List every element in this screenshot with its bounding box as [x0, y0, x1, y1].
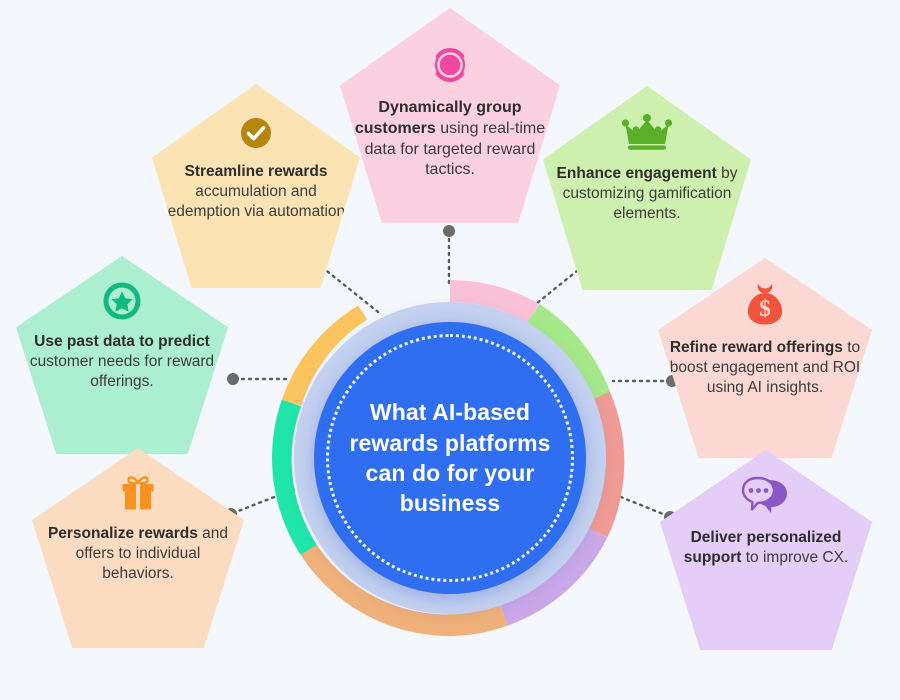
ring-segment-streamline [280, 301, 368, 407]
node-enhance-text: Enhance engagement by customizing gamifi… [543, 164, 751, 224]
ring-segment-refine [587, 391, 625, 538]
ring-segment-deliver [499, 527, 608, 626]
node-dynamic-text: Dynamically group customers using real-t… [340, 98, 560, 181]
node-enhance-rest: by customizing gamification elements. [562, 165, 738, 223]
connector-dot-dynamic [443, 225, 455, 237]
chat-bubbles-icon [740, 474, 792, 523]
node-deliver-text: Deliver personalized support to improve … [660, 528, 872, 568]
node-deliver-bold: Deliver personalized support [683, 529, 842, 567]
node-refine-text: Refine reward offerings to boost engagem… [658, 338, 872, 398]
check-circle-icon [237, 114, 275, 157]
money-bag-icon: $ [740, 280, 790, 333]
gift-box-icon [116, 472, 160, 519]
node-deliver-personalized-support[interactable]: Deliver personalized support to improve … [660, 450, 872, 650]
hub-core: What AI-based rewards platforms can do f… [314, 322, 586, 594]
center-hub: What AI-based rewards platforms can do f… [272, 280, 628, 636]
ring-segment-personalize [298, 544, 508, 636]
node-personalize-bold: Personalize rewards [47, 525, 198, 542]
crown-icon [621, 112, 673, 159]
node-dynamic-group-customers[interactable]: Dynamically group customers using real-t… [340, 8, 560, 223]
node-dynamic-rest: using real-time data for targeted reward… [364, 119, 546, 179]
node-enhance-engagement[interactable]: Enhance engagement by customizing gamifi… [543, 86, 751, 290]
ring-segment-predict [272, 398, 317, 557]
node-refine-rest: to boost engagement and ROI using AI ins… [669, 339, 861, 397]
node-streamline-rewards[interactable]: Streamline rewards accumulation and rede… [152, 84, 360, 288]
node-personalize-rewards[interactable]: Personalize rewards and offers to indivi… [32, 448, 244, 648]
ring-segment-enhance [527, 304, 611, 400]
connector-dot-predict [227, 373, 239, 385]
node-enhance-bold: Enhance engagement [556, 165, 717, 182]
node-personalize-rest: and offers to individual behaviors. [75, 525, 229, 583]
hub-dotted-border [326, 334, 574, 582]
customer-segment-target-icon [427, 42, 473, 93]
node-predict-text: Use past data to predict customer needs … [16, 332, 228, 392]
node-streamline-text: Streamline rewards accumulation and rede… [152, 162, 360, 222]
svg-text:$: $ [759, 296, 771, 321]
ring-segment-dynamic [449, 280, 540, 324]
node-personalize-text: Personalize rewards and offers to indivi… [32, 524, 244, 584]
node-dynamic-bold: Dynamically group customers [354, 99, 522, 137]
node-streamline-rest: accumulation and redemption via automati… [162, 183, 350, 221]
node-deliver-rest: to improve CX. [745, 549, 849, 567]
star-circle-icon [101, 280, 143, 327]
node-streamline-bold: Streamline rewards [184, 163, 328, 180]
node-predict-rest: customer needs for reward offerings. [29, 353, 215, 391]
hub-segment-ring [272, 280, 625, 636]
page-title: What AI-based rewards platforms can do f… [349, 399, 551, 517]
node-refine-bold: Refine reward offerings [669, 339, 843, 356]
node-predict-bold: Use past data to predict [34, 333, 210, 350]
